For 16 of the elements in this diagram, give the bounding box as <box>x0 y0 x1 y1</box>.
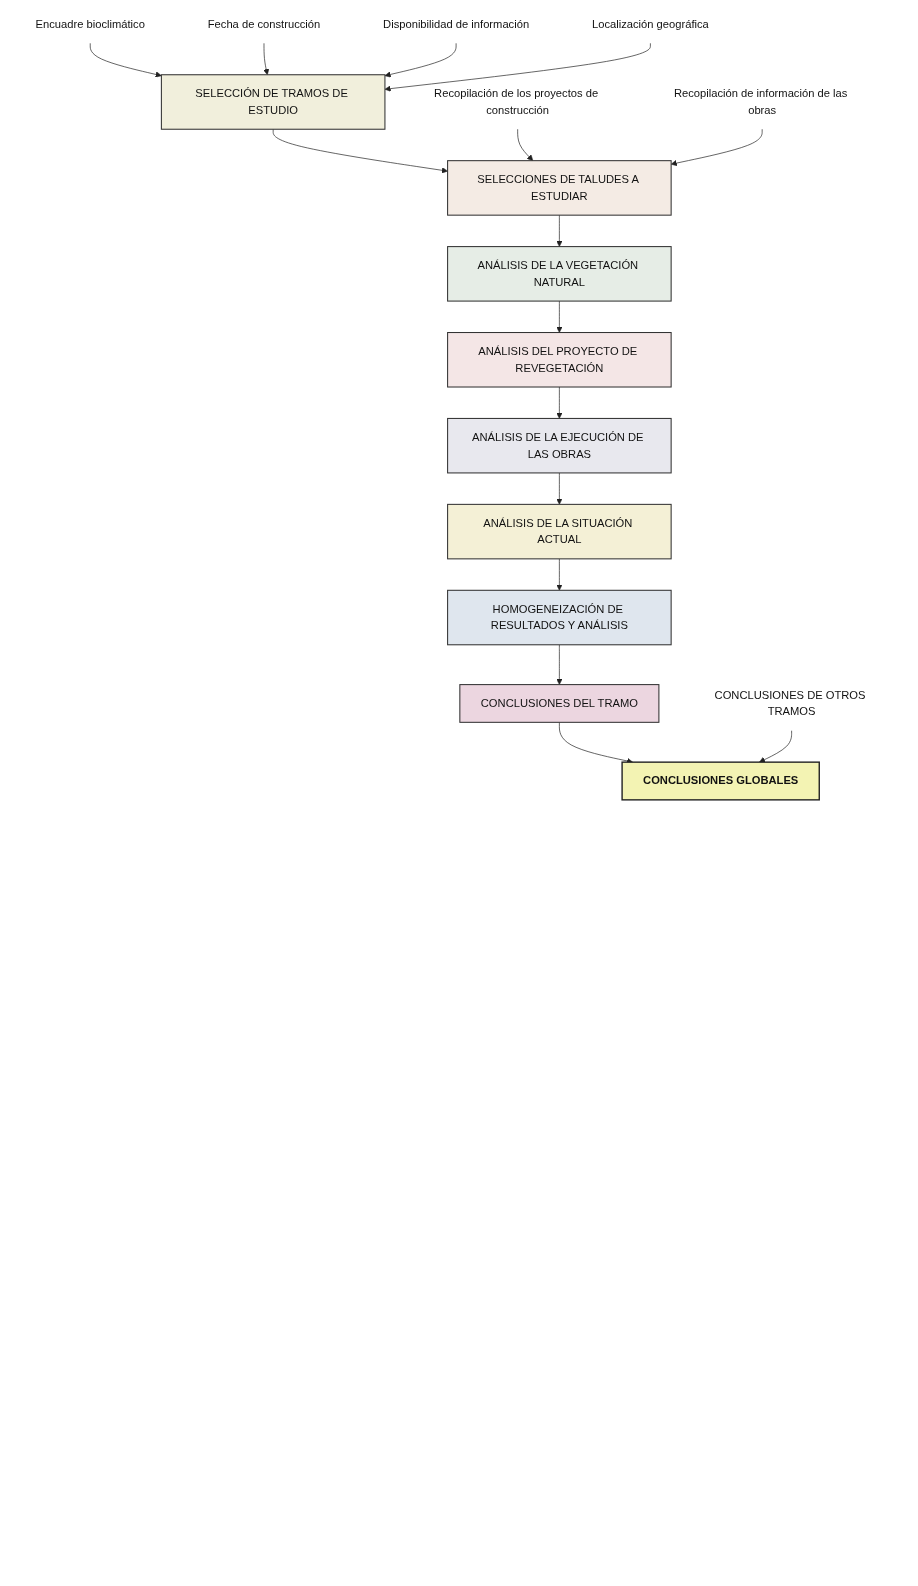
node-text: Disponibilidad de información <box>383 18 530 31</box>
node-text: Encuadre bioclimático <box>35 18 145 31</box>
node-box: ANÁLISIS DEL PROYECTO DE REVEGETACIÓN <box>447 332 672 388</box>
node-box: ANÁLISIS DE LA EJECUCIÓN DE LAS OBRAS <box>447 417 672 474</box>
node-text: Recopilación de información de las obras <box>673 87 848 116</box>
node-box: ANÁLISIS DE LA SITUACIÓN ACTUAL <box>447 503 672 560</box>
node-box: SELECCIÓN DE TRAMOS DE ESTUDIO <box>160 74 386 130</box>
node-text: Fecha de construcción <box>207 18 321 31</box>
node-box: CONCLUSIONES DEL TRAMO <box>459 684 660 723</box>
node-text: Localización geográfica <box>591 18 709 31</box>
node-box: CONCLUSIONES GLOBALES <box>621 761 820 801</box>
node-text: Recopilación de los proyectos de construcción <box>434 87 599 116</box>
node-box: ANÁLISIS DE LA VEGETACIÓN NATURAL <box>447 246 672 302</box>
node-box: HOMOGENEIZACIÓN DE RESULTADOS Y ANÁLISIS <box>447 589 672 646</box>
node-box: SELECCIONES DE TALUDES A ESTUDIAR <box>447 160 672 216</box>
node-text: CONCLUSIONES DE OTROS TRAMOS <box>714 688 866 718</box>
